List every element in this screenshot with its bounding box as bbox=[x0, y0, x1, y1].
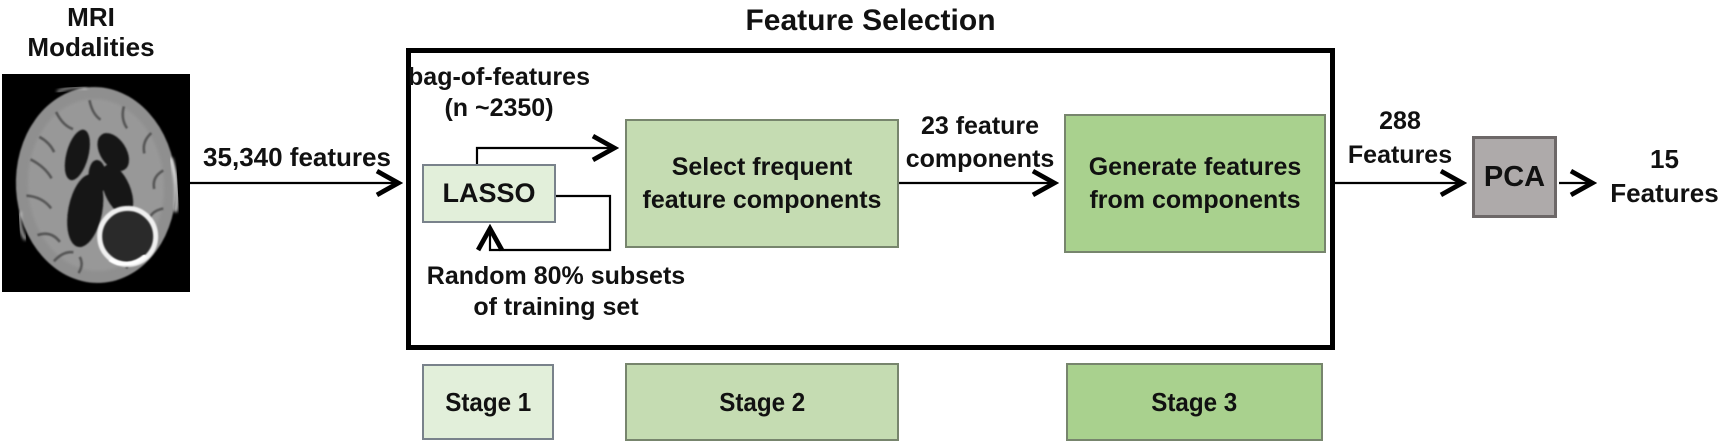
to-pca-line1: 288 bbox=[1379, 107, 1421, 135]
generate-box-line2: from components bbox=[1089, 185, 1301, 214]
pca-input-count-label: 288 Features bbox=[1342, 104, 1458, 172]
stage-2-box: Stage 2 bbox=[625, 363, 899, 441]
lasso-label: LASSO bbox=[442, 178, 536, 208]
to-pca-line2: Features bbox=[1347, 141, 1453, 169]
input-features-label: 35,340 features bbox=[203, 142, 391, 172]
pca-box: PCA bbox=[1472, 136, 1557, 218]
random-subsets-label: Random 80% subsets of training set bbox=[398, 261, 714, 323]
pca-label: PCA bbox=[1483, 160, 1546, 193]
mri-label-line1: MRI bbox=[67, 2, 115, 32]
stage-2-label: Stage 2 bbox=[718, 386, 806, 417]
feature-selection-title: Feature Selection bbox=[745, 4, 996, 37]
stage-1-box: Stage 1 bbox=[422, 364, 554, 440]
stage-1-label: Stage 1 bbox=[444, 386, 532, 417]
bag-of-features-label: bag-of-features (n ~2350) bbox=[406, 62, 592, 124]
bag-label-line1: bag-of-features bbox=[408, 63, 590, 91]
stage-3-label: Stage 3 bbox=[1151, 386, 1238, 417]
lasso-box: LASSO bbox=[422, 164, 556, 223]
mri-brain-image bbox=[2, 74, 190, 292]
feature-components-label: 23 feature components bbox=[890, 110, 1070, 176]
bag-label-line2: (n ~2350) bbox=[444, 94, 554, 122]
generate-box-line1: Generate features bbox=[1088, 152, 1302, 181]
select-box-line2: feature components bbox=[642, 185, 882, 214]
select-frequent-box: Select frequent feature components bbox=[625, 119, 899, 248]
lasso-loop-arrow bbox=[490, 194, 612, 250]
bag-of-features-arrow bbox=[475, 148, 612, 166]
mri-modalities-label: MRI Modalities bbox=[8, 2, 174, 62]
output-label-line1: 15 bbox=[1650, 144, 1679, 174]
loop-label-line2: of training set bbox=[473, 293, 639, 321]
select-box-line1: Select frequent bbox=[671, 152, 853, 181]
loop-label-line1: Random 80% subsets bbox=[426, 262, 686, 290]
feature-selection-container-box bbox=[406, 48, 1335, 350]
output-features-label: 15 Features bbox=[1606, 142, 1723, 210]
generate-features-box: Generate features from components bbox=[1064, 114, 1326, 253]
components-label-line1: 23 feature bbox=[920, 112, 1040, 140]
components-label-line2: components bbox=[905, 145, 1055, 173]
mri-label-line2: Modalities bbox=[27, 32, 155, 62]
stage-3-box: Stage 3 bbox=[1066, 363, 1323, 441]
output-label-line2: Features bbox=[1610, 178, 1719, 208]
